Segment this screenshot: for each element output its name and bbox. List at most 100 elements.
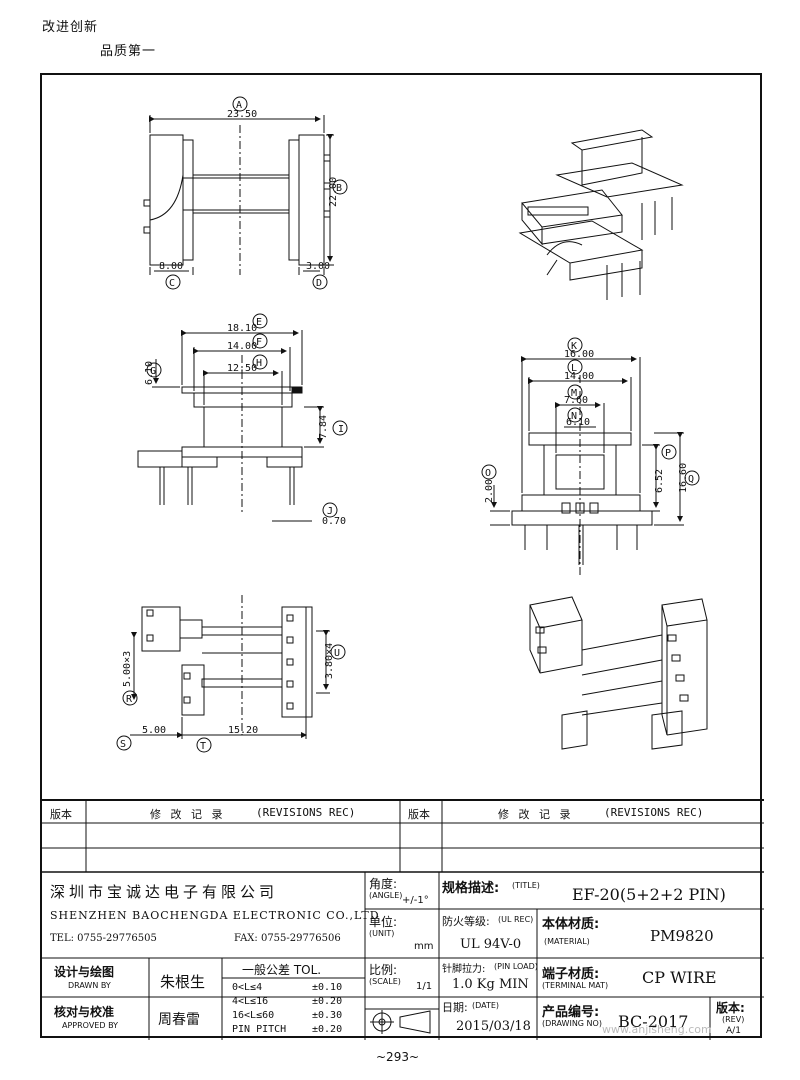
drawing-no-value: BC-2017 — [618, 1012, 689, 1031]
top-view — [143, 115, 334, 275]
date-en: (DATE) — [472, 1001, 500, 1010]
svg-text:U: U — [334, 648, 340, 659]
dim-m-value: 7.60 — [564, 395, 588, 406]
date-value: 2015/03/18 — [456, 1019, 531, 1034]
callout-m: M — [567, 384, 583, 400]
dimension-callouts: A B C D E F G H I J K L M N O P Q R S T … — [116, 96, 700, 753]
callout-c: C — [165, 274, 181, 290]
front-view — [490, 356, 684, 575]
callout-u: U — [330, 644, 346, 660]
dim-s-value: 5.00 — [142, 725, 166, 736]
side-view — [137, 330, 324, 522]
svg-text:B: B — [336, 183, 342, 194]
title-label: 规格描述: — [442, 881, 500, 896]
callout-s: S — [116, 735, 132, 751]
callout-f: F — [252, 333, 268, 349]
svg-text:H: H — [256, 358, 262, 369]
svg-text:J: J — [327, 506, 333, 517]
svg-text:G: G — [150, 366, 156, 377]
slogan-line-1: 改进创新 — [42, 20, 99, 35]
rev-rec-label-left: 修 改 记 录 — [150, 808, 226, 821]
svg-text:O: O — [485, 468, 491, 479]
callout-a: A — [232, 96, 248, 112]
terminal-label: 端子材质: — [542, 967, 600, 982]
title-block-grid — [42, 799, 764, 1040]
callout-b: B — [332, 179, 348, 195]
page-number: ~293~ — [376, 1050, 420, 1064]
pin-load-label: 针脚拉力: — [442, 964, 486, 975]
angle-label: 角度: — [369, 877, 398, 891]
title-en: (TITLE) — [512, 881, 540, 890]
bottom-view — [130, 595, 330, 739]
dim-g-value: 6.10 — [144, 361, 155, 385]
svg-text:T: T — [200, 741, 206, 752]
pin-load-en: (PIN LOAD) — [494, 962, 538, 971]
company-fax: FAX: 0755-29776506 — [234, 933, 341, 944]
rev-rec-en-left: (REVISIONS REC) — [256, 806, 356, 819]
ul-value: UL 94V-0 — [460, 937, 522, 952]
technical-drawing: 23.50 22.00 8.00 3.00 18.10 14.00 12.50 … — [42, 96, 764, 1040]
approved-value: 周春雷 — [158, 1012, 200, 1028]
tol-range-3: PIN PITCH — [232, 1024, 287, 1035]
svg-text:M: M — [571, 388, 577, 399]
callout-l: L — [567, 359, 583, 375]
svg-text:I: I — [338, 424, 344, 435]
tol-title: 一般公差 TOL. — [242, 963, 322, 977]
projection-symbol — [370, 1010, 431, 1034]
dim-k-value: 16.00 — [564, 349, 594, 360]
ul-label: 防火等级: — [442, 915, 490, 928]
company-name-en: SHENZHEN BAOCHENGDA ELECTRONIC CO.,LTD — [50, 909, 380, 922]
terminal-en: (TERMINAL MAT) — [542, 981, 609, 990]
unit-value: mm — [414, 941, 434, 952]
company-name-cn: 深圳市宝诚达电子有限公司 — [50, 883, 279, 901]
drawn-label: 设计与绘图 — [54, 965, 115, 979]
svg-text:N: N — [571, 411, 577, 422]
dim-d-value: 3.00 — [306, 261, 330, 272]
approved-en: APPROVED BY — [62, 1021, 119, 1030]
material-value: PM9820 — [650, 927, 714, 945]
scale-en: (SCALE) — [369, 977, 401, 986]
dim-i-value: 7.84 — [318, 415, 329, 439]
svg-text:R: R — [126, 694, 133, 705]
company-tel: TEL: 0755-29776505 — [50, 933, 157, 944]
rev-label: 版本: — [716, 1001, 745, 1015]
angle-value: +/-1° — [402, 895, 429, 906]
callout-h: H — [252, 354, 268, 370]
rev-rec-label-right: 修 改 记 录 — [498, 808, 574, 821]
dim-e-value: 18.10 — [227, 323, 257, 334]
rev-value: A/1 — [726, 1026, 741, 1036]
drawing-sheet: 23.50 22.00 8.00 3.00 18.10 14.00 12.50 … — [40, 73, 764, 1040]
pin-load-value: 1.0 Kg MIN — [452, 977, 529, 992]
dim-c-value: 8.00 — [159, 261, 183, 272]
unit-en: (UNIT) — [369, 929, 395, 938]
svg-text:C: C — [169, 278, 175, 289]
dim-b-value: 22.00 — [328, 177, 339, 207]
callout-p: P — [661, 444, 677, 460]
drawing-no-en: (DRAWING NO) — [542, 1019, 602, 1028]
scale-label: 比例: — [369, 963, 398, 977]
tol-value-3: ±0.20 — [312, 1024, 343, 1035]
callout-t: T — [196, 737, 212, 753]
dim-q-value: 16.60 — [678, 463, 689, 493]
rev-en: (REV) — [722, 1015, 745, 1024]
callout-g: G — [146, 362, 162, 378]
tol-value-2: ±0.30 — [312, 1010, 343, 1021]
svg-text:L: L — [571, 363, 577, 374]
tol-range-2: 16<L≤60 — [232, 1010, 275, 1021]
svg-text:F: F — [256, 337, 262, 348]
terminal-value: CP WIRE — [642, 968, 717, 987]
svg-text:E: E — [256, 317, 262, 328]
tol-value-1: ±0.20 — [312, 996, 343, 1007]
callout-k: K — [567, 337, 583, 353]
unit-label: 单位: — [369, 915, 398, 929]
callout-r: R — [122, 690, 138, 706]
rev-label-right: 版本 — [408, 808, 430, 821]
watermark: www.anjisheng.com — [602, 1023, 712, 1036]
dim-p-value: 6.52 — [654, 469, 665, 493]
callout-j: J — [322, 502, 338, 518]
dim-h-value: 12.50 — [227, 363, 257, 374]
dim-o-value: 2.00 — [484, 479, 495, 503]
svg-text:A: A — [236, 100, 242, 111]
ul-en: (UL REC) — [498, 915, 534, 924]
tol-range-1: 4<L≤16 — [232, 996, 269, 1007]
